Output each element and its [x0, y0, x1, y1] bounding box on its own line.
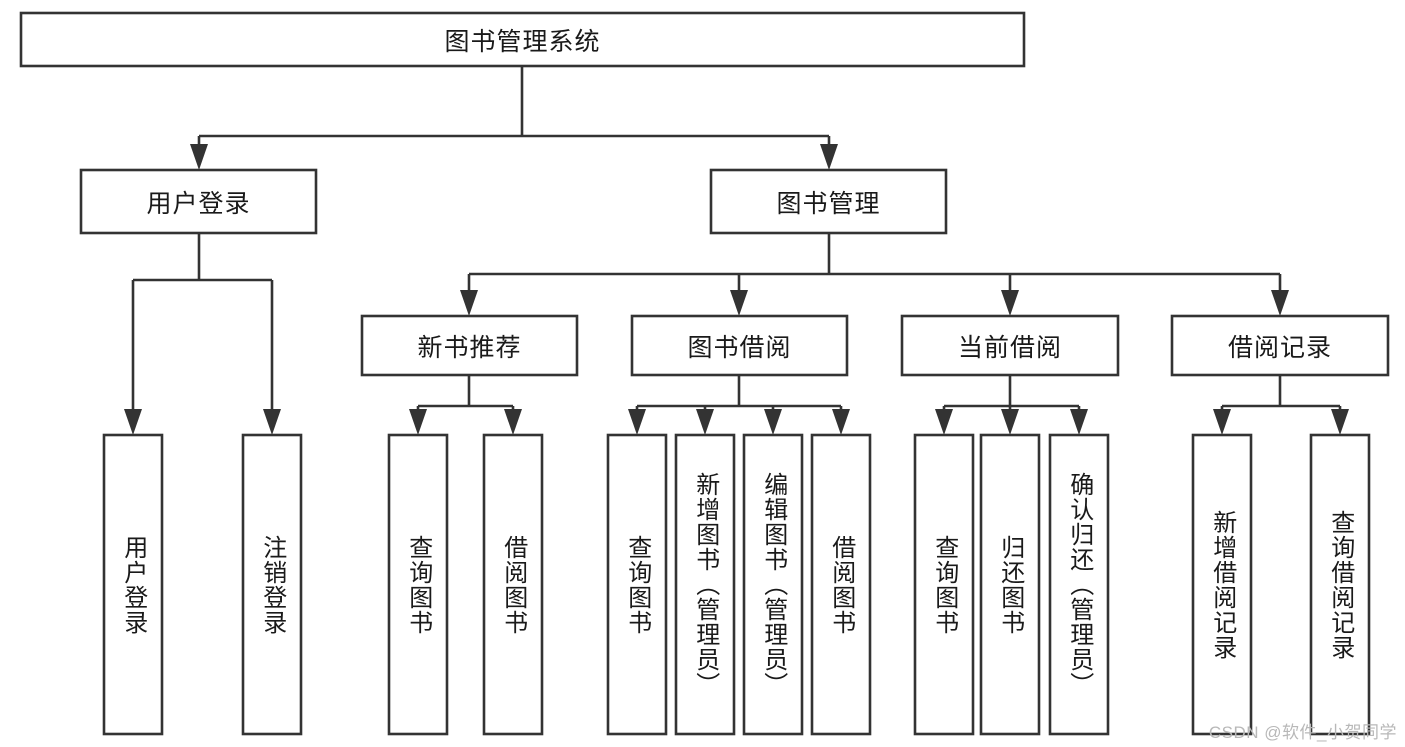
arrow-head-icon: [832, 409, 850, 435]
node-label-leaf12: 新增借阅记录: [1208, 509, 1236, 660]
arrow-head-icon: [1271, 290, 1289, 316]
node-box-newbook[interactable]: [360, 314, 579, 377]
arrow-head-icon: [935, 409, 953, 435]
node-label-leaf1: 用户登录: [119, 534, 147, 635]
node-label-leaf8: 借阅图书: [827, 534, 855, 635]
node-box-root[interactable]: [19, 11, 1026, 68]
node-box-leaf6[interactable]: [674, 433, 736, 736]
arrow-head-icon: [504, 409, 522, 435]
node-box-leaf2[interactable]: [241, 433, 303, 736]
node-box-leaf11[interactable]: [1048, 433, 1110, 736]
node-box-login[interactable]: [79, 168, 318, 235]
node-box-leaf10[interactable]: [979, 433, 1041, 736]
arrow-head-icon: [263, 409, 281, 435]
node-label-leaf11: 确认归还（管理员）: [1065, 472, 1093, 697]
arrow-head-icon: [1001, 290, 1019, 316]
node-box-records[interactable]: [1170, 314, 1390, 377]
node-box-leaf7[interactable]: [742, 433, 804, 736]
arrow-head-icon: [730, 290, 748, 316]
node-box-leaf12[interactable]: [1191, 433, 1253, 736]
node-label-borrow: 图书借阅: [687, 333, 792, 362]
node-box-current[interactable]: [900, 314, 1120, 377]
node-label-leaf4: 借阅图书: [499, 534, 527, 635]
node-box-leaf8[interactable]: [810, 433, 872, 736]
connectors-layer: [124, 66, 1349, 435]
node-box-leaf1[interactable]: [102, 433, 164, 736]
node-label-login: 用户登录: [146, 189, 251, 218]
node-label-leaf3: 查询图书: [404, 534, 432, 635]
node-box-leaf4[interactable]: [482, 433, 544, 736]
node-label-leaf10: 归还图书: [996, 534, 1024, 635]
node-label-newbook: 新书推荐: [417, 333, 522, 362]
node-boxes-layer: [19, 11, 1390, 736]
node-label-leaf7: 编辑图书（管理员）: [759, 472, 787, 697]
arrow-head-icon: [696, 409, 714, 435]
node-label-leaf5: 查询图书: [623, 534, 651, 635]
arrow-head-icon: [764, 409, 782, 435]
node-label-root: 图书管理系统: [444, 27, 601, 56]
arrow-head-icon: [820, 144, 838, 170]
node-box-leaf9[interactable]: [913, 433, 975, 736]
node-label-bookmgmt: 图书管理: [776, 189, 881, 218]
node-box-leaf5[interactable]: [606, 433, 668, 736]
arrow-head-icon: [1001, 409, 1019, 435]
node-label-current: 当前借阅: [957, 333, 1062, 362]
node-box-bookmgmt[interactable]: [709, 168, 948, 235]
node-label-leaf9: 查询图书: [930, 534, 958, 635]
node-label-records: 借阅记录: [1227, 333, 1332, 362]
node-label-leaf6: 新增图书（管理员）: [691, 472, 719, 697]
arrow-head-icon: [1331, 409, 1349, 435]
node-box-leaf13[interactable]: [1309, 433, 1371, 736]
node-box-leaf3[interactable]: [387, 433, 449, 736]
arrow-head-icon: [190, 144, 208, 170]
arrow-head-icon: [1213, 409, 1231, 435]
node-box-borrow[interactable]: [630, 314, 849, 377]
arrow-head-icon: [628, 409, 646, 435]
arrow-head-icon: [409, 409, 427, 435]
node-label-leaf13: 查询借阅记录: [1326, 509, 1354, 660]
node-label-leaf2: 注销登录: [258, 534, 286, 635]
arrow-head-icon: [124, 409, 142, 435]
arrow-head-icon: [460, 290, 478, 316]
arrow-head-icon: [1070, 409, 1088, 435]
